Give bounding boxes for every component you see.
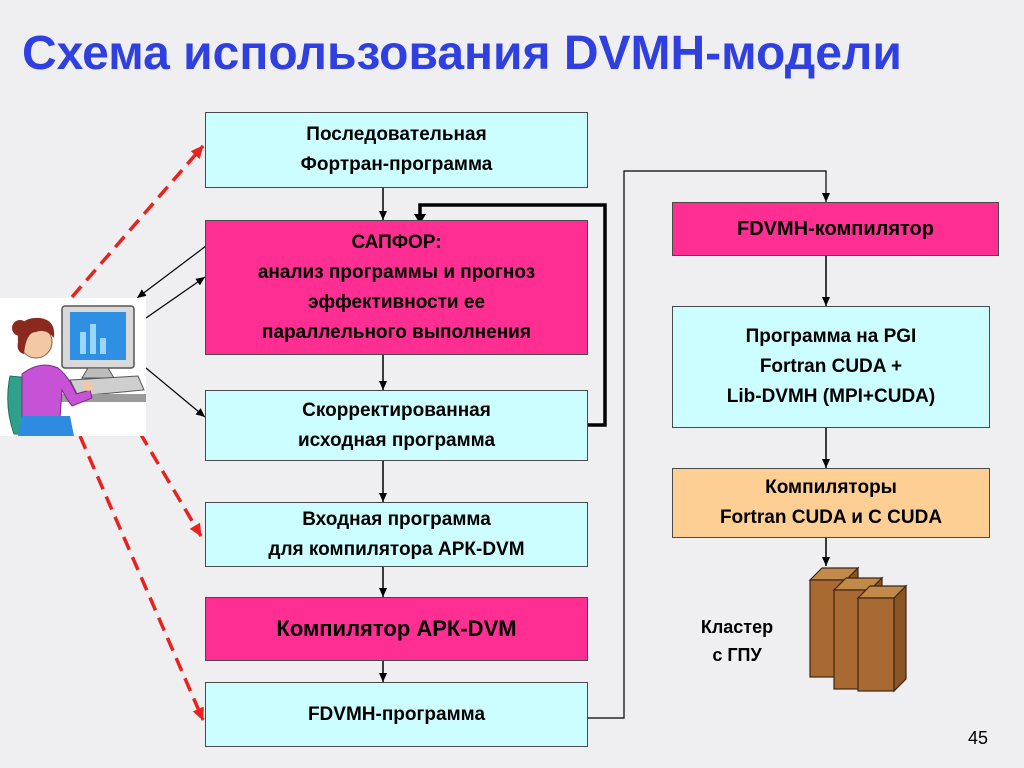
arrow-sapfor-to-user <box>136 245 207 299</box>
fdvmh-compiler-label: FDVMH-компилятор <box>737 218 934 240</box>
sequential-fortran-program-box: Последовательная Фортран-программа <box>205 112 588 188</box>
arrow-fdvmh-program-to-compiler <box>588 170 830 719</box>
sapfor-box: САПФОР: анализ программы и прогноз эффек… <box>205 220 588 355</box>
slide-title: Схема использования DVMH-модели <box>22 27 902 80</box>
dashed-arrow-to-fdvmh-program <box>78 435 205 721</box>
corrected-source-program-box: Скорректированная исходная программа <box>205 390 588 461</box>
cluster-icon <box>808 566 908 693</box>
dashed-arrow-to-sequential <box>70 144 205 299</box>
dashed-arrow-to-input <box>138 432 203 537</box>
sapfor-label: САПФОР: анализ программы и прогноз эффек… <box>257 231 536 343</box>
ark-dvm-compiler-label: Компилятор АРК-DVM <box>276 616 517 641</box>
pgi-program-box: Программа на PGI Fortran CUDA + Lib-DVMH… <box>672 306 990 428</box>
input-program-label: Входная программа для компилятора АРК-DV… <box>268 508 525 560</box>
fdvmh-program-box: FDVMH-программа <box>205 682 588 747</box>
ark-dvm-compiler-box: Компилятор АРК-DVM <box>205 597 588 661</box>
feedback-loop <box>418 203 607 427</box>
cuda-compilers-label: Компиляторы Fortran CUDA и C CUDA <box>719 477 943 528</box>
sequential-fortran-program-label: Последовательная Фортран-программа <box>300 124 493 175</box>
fdvmh-program-label: FDVMH-программа <box>307 703 486 725</box>
arrow-user-to-corrected <box>145 367 206 418</box>
fdvmh-compiler-box: FDVMH-компилятор <box>672 202 999 256</box>
pgi-program-label: Программа на PGI Fortran CUDA + Lib-DVMH… <box>726 326 936 407</box>
input-program-box: Входная программа для компилятора АРК-DV… <box>205 502 588 567</box>
cuda-compilers-box: Компиляторы Fortran CUDA и C CUDA <box>672 468 990 538</box>
user-at-computer-icon <box>0 298 146 436</box>
page-number: 45 <box>967 728 988 748</box>
corrected-source-program-label: Скорректированная исходная программа <box>297 399 496 451</box>
gpu-cluster-label: Кластер с ГПУ <box>700 617 774 665</box>
arrow-user-to-sapfor <box>145 276 206 319</box>
